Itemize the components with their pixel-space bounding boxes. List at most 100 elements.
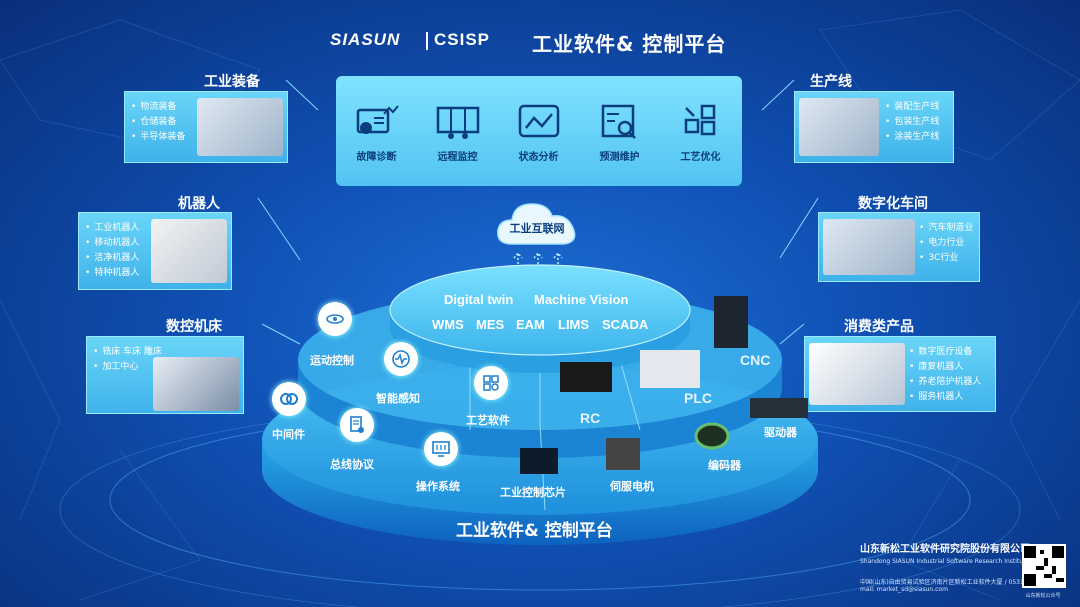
list-item: 服务机器人 bbox=[909, 390, 981, 405]
software-label-sensing: 智能感知 bbox=[376, 392, 420, 405]
process-software-icon bbox=[474, 366, 508, 400]
list-item: 电力行业 bbox=[919, 236, 973, 251]
hardware-label-rc: RC bbox=[580, 410, 601, 426]
list-item: 仓储装备 bbox=[131, 115, 185, 130]
list-item: 洁净机器人 bbox=[85, 251, 139, 266]
card-list: 铣床 车床 雕床 加工中心 bbox=[93, 345, 162, 375]
list-item: 半导体装备 bbox=[131, 130, 185, 145]
card-title-consumer: 消费类产品 bbox=[844, 319, 914, 335]
equipment-image bbox=[197, 98, 283, 156]
card-line: 装配生产线 包装生产线 涂装生产线 bbox=[794, 91, 954, 163]
hardware-label-plc: PLC bbox=[684, 390, 712, 406]
monitor-label: 工艺优化 bbox=[680, 152, 721, 163]
hardware-label-encoder: 编码器 bbox=[708, 459, 741, 472]
company-name-en: Shandong SIASUN Industrial Software Rese… bbox=[860, 558, 1055, 565]
list-item: 包装生产线 bbox=[885, 115, 939, 130]
software-label-middleware: 中间件 bbox=[272, 428, 305, 441]
list-item: 康复机器人 bbox=[909, 360, 981, 375]
smart-sensing-icon bbox=[384, 342, 418, 376]
platform-title: 工业软件& 控制平台 bbox=[456, 521, 613, 541]
qr-caption: 山东新松公众号 bbox=[1025, 593, 1061, 599]
driver-image bbox=[750, 398, 808, 418]
software-label-process: 工艺软件 bbox=[466, 414, 510, 427]
production-line-image bbox=[799, 98, 879, 156]
contact-info: 中国(山东)自由贸易试验区济南片区新松工业软件大厦 / 0531-5580 81… bbox=[860, 579, 1067, 593]
monitor-label: 远程监控 bbox=[437, 152, 478, 163]
card-equipment: 物流装备 仓储装备 半导体装备 bbox=[124, 91, 288, 163]
medical-device-image bbox=[809, 343, 905, 405]
card-list: 汽车制造业 电力行业 3C行业 bbox=[919, 221, 973, 266]
card-robot: 工业机器人 移动机器人 洁净机器人 特种机器人 bbox=[78, 212, 232, 290]
workshop-image bbox=[823, 219, 915, 275]
monitor-item-predictive-maintenance: 预测维护 bbox=[579, 84, 660, 163]
list-item: 特种机器人 bbox=[85, 266, 139, 281]
qr-code[interactable] bbox=[1022, 544, 1066, 588]
platform-scada: SCADA bbox=[602, 317, 649, 332]
card-list: 物流装备 仓储装备 半导体装备 bbox=[131, 100, 185, 145]
logo-divider bbox=[426, 32, 428, 50]
list-item: 装配生产线 bbox=[885, 100, 939, 115]
monitor-label: 状态分析 bbox=[518, 152, 559, 163]
card-title-robot: 机器人 bbox=[178, 196, 220, 212]
monitor-item-fault-diagnosis: 故障诊断 bbox=[336, 84, 417, 163]
card-consumer: 数字医疗设备 康复机器人 养老陪护机器人 服务机器人 bbox=[804, 336, 996, 412]
card-title-workshop: 数字化车间 bbox=[858, 196, 928, 212]
cloud-label: 工业互联网 bbox=[509, 222, 565, 235]
platform-wms: WMS bbox=[432, 317, 464, 332]
remote-monitor-icon bbox=[436, 106, 479, 139]
list-item: 移动机器人 bbox=[85, 236, 139, 251]
card-list: 装配生产线 包装生产线 涂装生产线 bbox=[885, 100, 939, 145]
bus-protocol-icon bbox=[340, 408, 374, 442]
platform-lims: LIMS bbox=[558, 317, 590, 332]
list-item: 养老陪护机器人 bbox=[909, 375, 981, 390]
card-title-line: 生产线 bbox=[810, 74, 852, 90]
platform-eam: EAM bbox=[516, 317, 545, 332]
software-label-motion: 运动控制 bbox=[310, 354, 354, 367]
fault-diagnosis-icon bbox=[356, 105, 399, 134]
process-optimize-icon bbox=[684, 104, 715, 136]
plc-module-image bbox=[640, 350, 700, 388]
top-disc-top bbox=[389, 264, 691, 356]
rc-controller-image bbox=[560, 362, 612, 392]
monitor-item-remote-monitor: 远程监控 bbox=[417, 84, 498, 163]
encoder-image bbox=[694, 422, 730, 450]
monitor-item-process-optimize: 工艺优化 bbox=[660, 84, 741, 163]
monitor-label: 预测维护 bbox=[599, 152, 640, 163]
cnc-machine-image bbox=[153, 357, 239, 411]
list-item: 铣床 车床 雕床 bbox=[93, 345, 162, 360]
list-item: 涂装生产线 bbox=[885, 130, 939, 145]
list-item: 数字医疗设备 bbox=[909, 345, 981, 360]
card-title-equipment: 工业装备 bbox=[204, 74, 260, 90]
company-name: 山东新松工业软件研究院股份有限公司 bbox=[860, 544, 1030, 555]
middle-disc-side bbox=[298, 360, 782, 458]
hardware-label-driver: 驱动器 bbox=[764, 426, 797, 439]
predictive-maintenance-icon bbox=[601, 104, 636, 139]
monitor-item-status-analysis: 状态分析 bbox=[498, 84, 579, 163]
card-workshop: 汽车制造业 电力行业 3C行业 bbox=[818, 212, 980, 282]
operating-system-icon bbox=[424, 432, 458, 466]
monitor-label: 故障诊断 bbox=[356, 152, 397, 163]
chip-image bbox=[520, 448, 558, 474]
cnc-panel-image bbox=[714, 296, 748, 348]
header-title: 工业软件& 控制平台 bbox=[532, 32, 727, 56]
platform-mes: MES bbox=[476, 317, 505, 332]
csisp-logo: CSISP bbox=[434, 30, 491, 49]
platform-digital-twin: Digital twin bbox=[444, 292, 514, 307]
list-item: 3C行业 bbox=[919, 251, 973, 266]
siasun-logo: SIASUN bbox=[330, 30, 401, 49]
list-item: 汽车制造业 bbox=[919, 221, 973, 236]
servo-motor-image bbox=[606, 438, 640, 470]
software-label-bus: 总线协议 bbox=[330, 458, 374, 471]
platform-machine-vision: Machine Vision bbox=[534, 292, 629, 307]
hardware-label-chip: 工业控制芯片 bbox=[500, 486, 566, 499]
cloud-icon bbox=[497, 203, 576, 245]
list-item: 加工中心 bbox=[93, 360, 162, 375]
card-list: 数字医疗设备 康复机器人 养老陪护机器人 服务机器人 bbox=[909, 345, 981, 405]
list-item: 物流装备 bbox=[131, 100, 185, 115]
middleware-icon bbox=[272, 382, 306, 416]
motion-control-icon bbox=[318, 302, 352, 336]
top-disc-side bbox=[390, 310, 690, 373]
list-item: 工业机器人 bbox=[85, 221, 139, 236]
